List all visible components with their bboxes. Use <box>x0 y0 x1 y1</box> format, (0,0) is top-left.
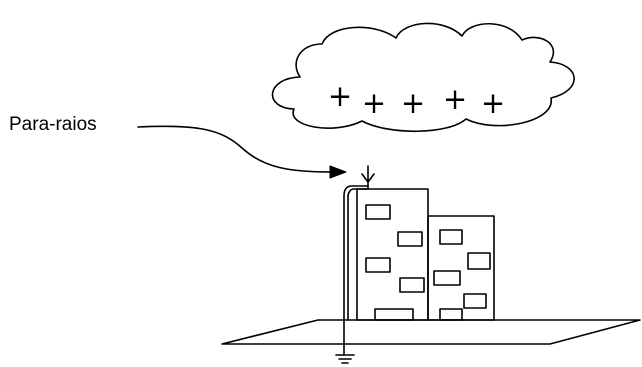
cloud-charge-5: + <box>481 86 505 120</box>
lightning-rod <box>336 166 374 363</box>
building-tall <box>357 189 428 320</box>
cloud-charge-4: + <box>443 82 467 116</box>
cloud: + + + + + <box>273 23 575 131</box>
cloud-charge-1: + <box>328 79 352 113</box>
cloud-charge-3: + <box>401 86 425 120</box>
cloud-charge-2: + <box>362 86 386 120</box>
building-short <box>428 216 494 320</box>
pointer-arrow <box>138 126 346 178</box>
ground-plane <box>222 320 640 344</box>
